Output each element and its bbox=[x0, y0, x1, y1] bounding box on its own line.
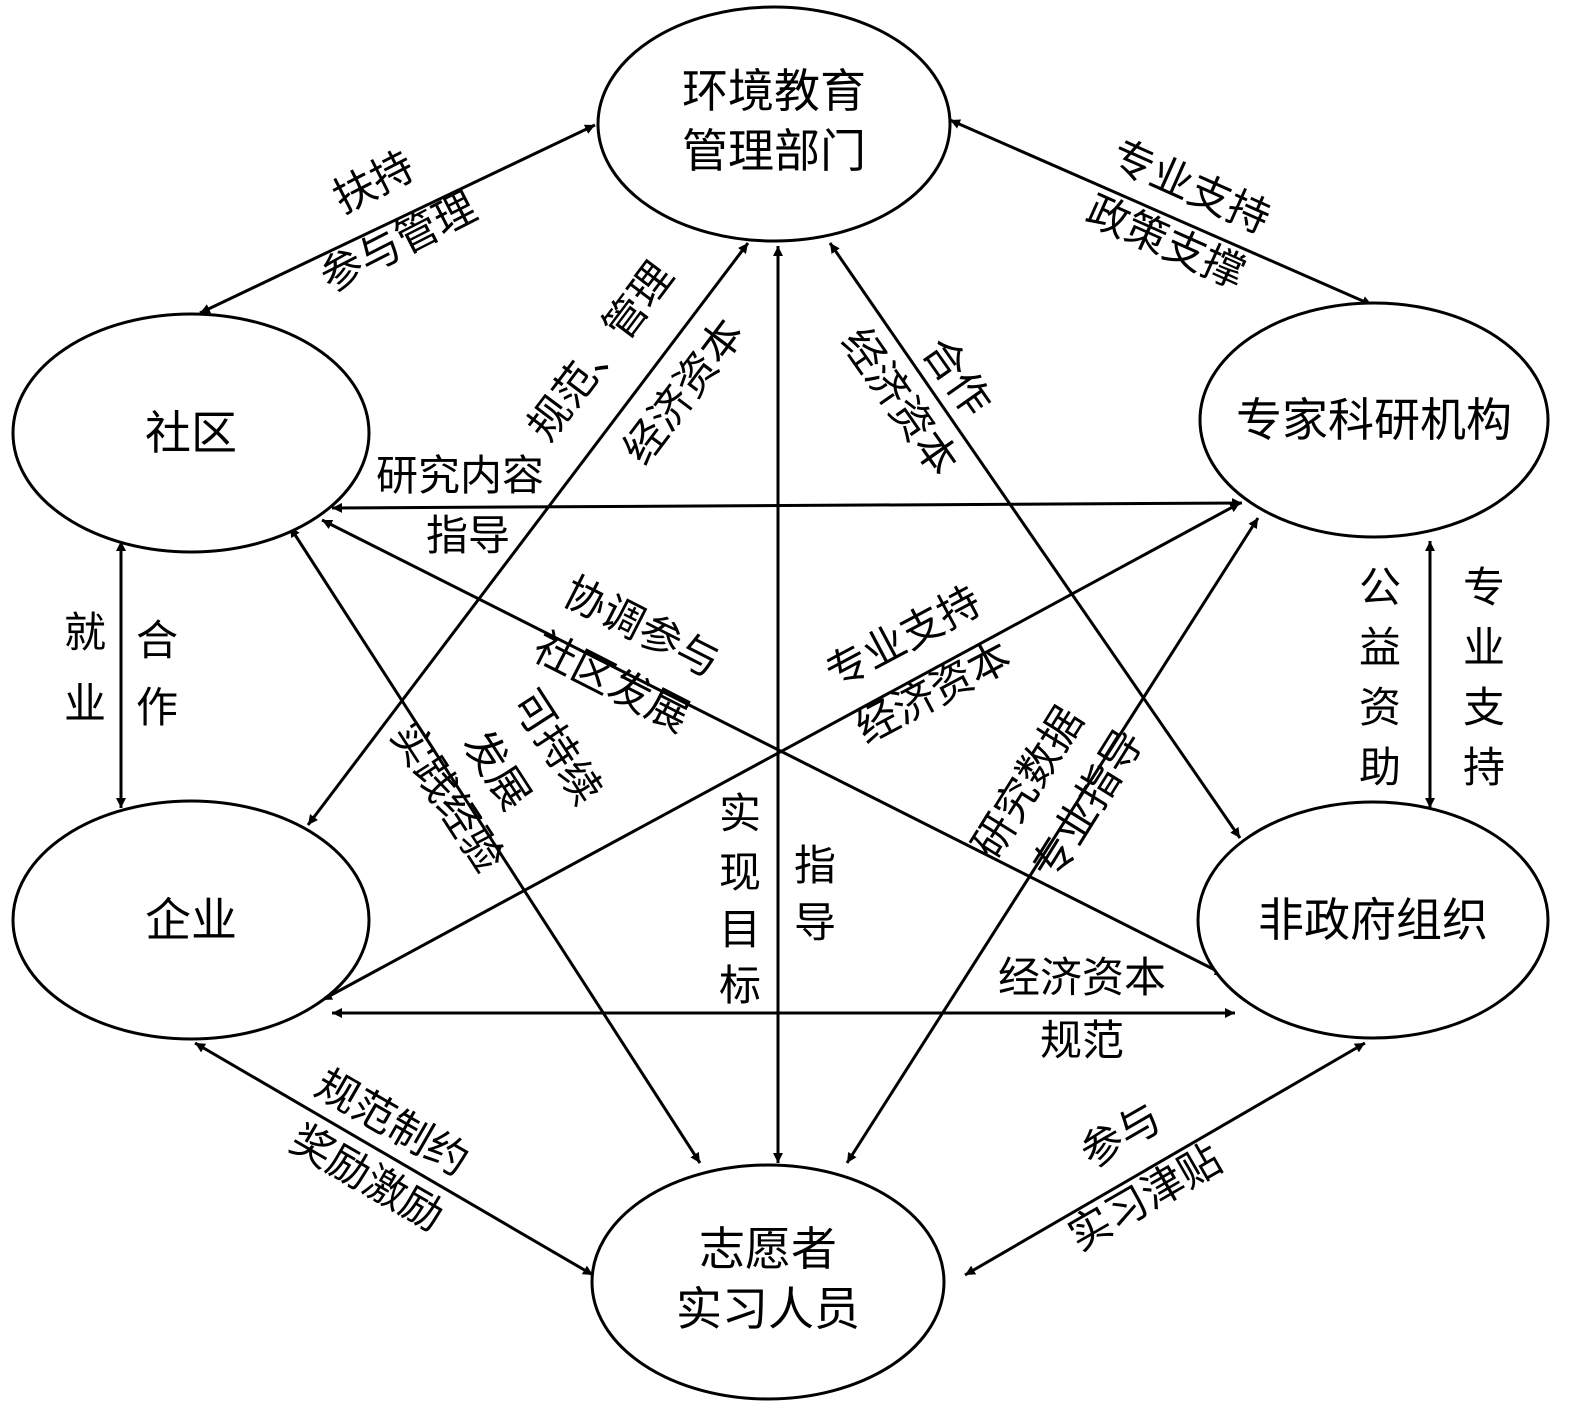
edges bbox=[116, 118, 1435, 1277]
node-vol-label-line2: 实习人员 bbox=[676, 1282, 860, 1336]
node-community: 社区 bbox=[11, 312, 371, 554]
edge-label: 益 bbox=[1359, 623, 1401, 672]
edge-comm-expert bbox=[331, 498, 1243, 513]
edge-label: 资 bbox=[1359, 683, 1401, 732]
edge-label: 指导 bbox=[426, 511, 510, 560]
edge-label: 助 bbox=[1359, 743, 1401, 792]
edge-label: 目 bbox=[719, 905, 761, 954]
edge-label: 公 bbox=[1359, 563, 1401, 612]
edge-label: 标 bbox=[719, 961, 761, 1010]
edge-env-comm bbox=[199, 123, 596, 315]
node-env-label-line2: 管理部门 bbox=[682, 124, 866, 178]
node-volunteers: 志愿者 实习人员 bbox=[590, 1163, 946, 1401]
node-comm-label: 社区 bbox=[145, 406, 237, 460]
node-ngo-label: 非政府组织 bbox=[1258, 893, 1488, 947]
node-env-label-line1: 环境教育 bbox=[682, 64, 866, 118]
edge-label: 合 bbox=[136, 616, 178, 665]
edge-expert-vol bbox=[845, 517, 1260, 1164]
edge-ngo-vol bbox=[964, 1041, 1366, 1277]
node-env-education-dept: 环境教育 管理部门 bbox=[596, 5, 952, 243]
edge-label: 支 bbox=[1463, 683, 1505, 732]
node-ent-ellipse bbox=[11, 799, 371, 1041]
node-ngo: 非政府组织 bbox=[1196, 800, 1550, 1040]
edge-env-expert bbox=[949, 118, 1373, 307]
edge-label: 经济资本 bbox=[998, 953, 1166, 1002]
edge-label: 持 bbox=[1463, 743, 1505, 792]
node-expert-label: 专家科研机构 bbox=[1236, 393, 1512, 447]
nodes: 环境教育 管理部门 社区 专家科研机构 企业 非政府组织 志愿者 实习人员 bbox=[11, 5, 1550, 1401]
edge-label: 专 bbox=[1463, 563, 1505, 612]
edge-label: 作 bbox=[136, 683, 178, 732]
edge-label: 业 bbox=[1463, 623, 1505, 672]
node-expert-research: 专家科研机构 bbox=[1198, 301, 1550, 539]
edge-label: 指 bbox=[794, 841, 836, 890]
node-vol-label-line1: 志愿者 bbox=[699, 1222, 837, 1276]
edge-ent-vol bbox=[194, 1041, 594, 1277]
node-expert-ellipse bbox=[1198, 301, 1550, 539]
node-vol-ellipse bbox=[590, 1163, 946, 1401]
edge-label: 实 bbox=[719, 789, 761, 838]
node-enterprise: 企业 bbox=[11, 799, 371, 1041]
edge-label: 就 bbox=[64, 608, 106, 657]
node-ngo-ellipse bbox=[1196, 800, 1550, 1040]
edge-label: 研究内容 bbox=[376, 451, 544, 500]
edge-label: 业 bbox=[64, 679, 106, 728]
edge-label: 规范 bbox=[1040, 1016, 1124, 1065]
node-comm-ellipse bbox=[11, 312, 371, 554]
edge-label: 现 bbox=[719, 848, 761, 897]
node-ent-label: 企业 bbox=[145, 893, 237, 947]
edge-label: 导 bbox=[794, 898, 836, 947]
node-env-ellipse bbox=[596, 5, 952, 243]
